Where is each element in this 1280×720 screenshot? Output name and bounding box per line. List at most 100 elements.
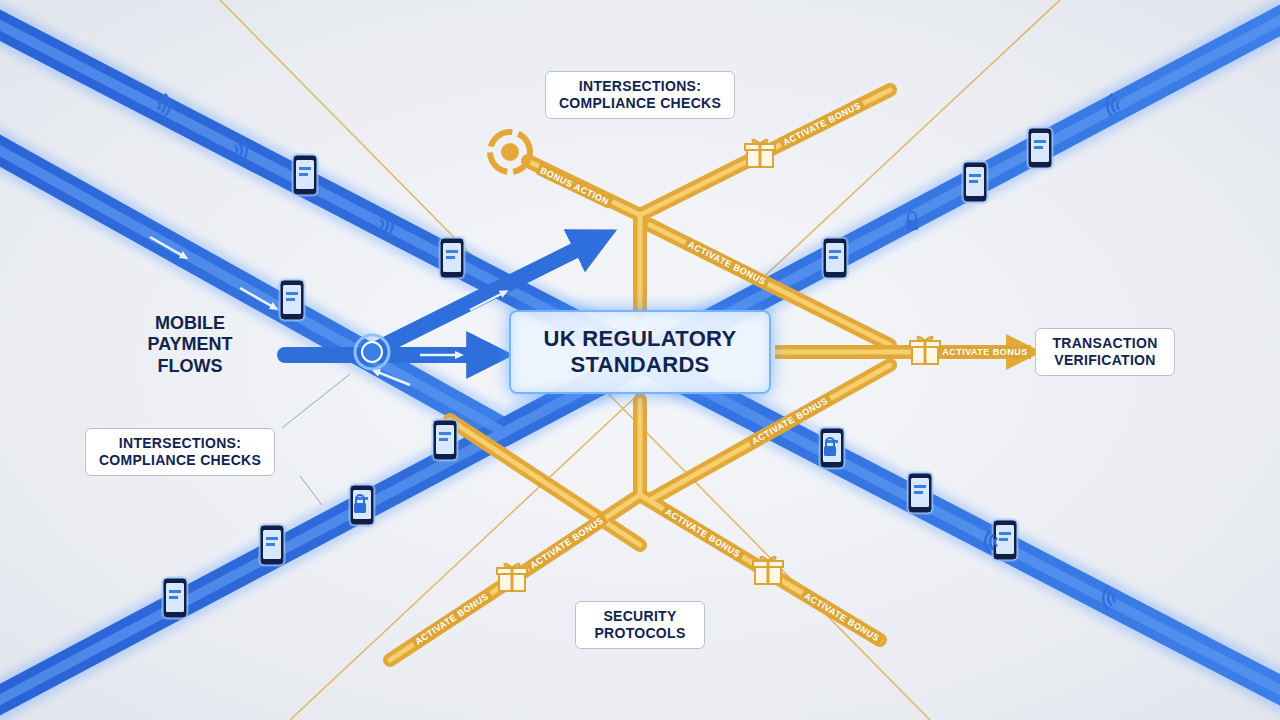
callout-box: SECURITY PROTOCOLS (575, 601, 705, 649)
phone-icon (999, 538, 1008, 541)
band-label: ACTIVATE BONUS (525, 513, 608, 573)
lock-icon (826, 438, 834, 446)
gold-ring (490, 132, 530, 172)
box-label: UK REGULATORY STANDARDS (523, 326, 757, 379)
section-label: MOBILE PAYMENT FLOWS (115, 313, 265, 378)
flow-chevron (375, 371, 410, 385)
phone-icon (818, 426, 846, 470)
phone-icon (440, 238, 464, 278)
gift-icon (753, 557, 783, 584)
band-label: ACTIVATE BONUS (939, 346, 1031, 358)
phone-icon (433, 420, 457, 460)
contactless-icon (382, 221, 383, 228)
gift-icon (910, 337, 940, 364)
contactless-icon (389, 214, 393, 235)
blue-band-highlight (0, 15, 1280, 705)
blue-band (0, 15, 1280, 705)
phone-icon (966, 167, 984, 196)
phone-icon (823, 238, 847, 278)
band-label: ACTIVATE BONUS (661, 504, 746, 562)
band-label: ACTIVATE BONUS (410, 589, 493, 649)
gold-band (450, 420, 640, 545)
phone-icon (911, 478, 929, 507)
phone-icon (1034, 146, 1043, 149)
phone-icon (439, 438, 448, 441)
phone-icon (446, 250, 458, 253)
phone-icon (821, 236, 849, 280)
contactless-icon (995, 539, 996, 546)
phone-icon (356, 497, 368, 500)
flow-chevron (240, 288, 275, 308)
blue-band (0, 15, 1280, 705)
phone-icon (166, 583, 184, 612)
phone-icon (278, 278, 306, 322)
phone-icon (961, 160, 989, 204)
phone-icon (999, 532, 1011, 535)
gift-icon (760, 557, 775, 561)
contactless-icon (1103, 588, 1107, 609)
phone-icon (280, 280, 304, 320)
gift-icon (759, 144, 762, 167)
thin-gold-line (220, 0, 1060, 720)
phone-icon (438, 236, 466, 280)
gold-band-highlight (640, 90, 890, 312)
phone-icon (829, 256, 838, 259)
contactless-icon (1112, 98, 1115, 112)
leader-line (300, 476, 322, 505)
phone-icon (1031, 133, 1049, 162)
gold-ring (504, 146, 516, 158)
gold-band (390, 90, 890, 660)
phone-icon (821, 236, 849, 280)
contactless-icon (985, 532, 989, 553)
gold-flow-arrow (775, 345, 1031, 359)
phone-icon (263, 530, 281, 559)
phone-icon (823, 433, 841, 462)
contactless-icon (239, 143, 242, 157)
phone-icon (996, 525, 1014, 554)
phone-icon (266, 537, 278, 540)
phone-icon (908, 473, 932, 513)
callout-box: INTERSECTIONS: COMPLIANCE CHECKS (85, 428, 275, 476)
phone-icon (826, 243, 844, 272)
contactless-icon (990, 535, 993, 549)
leader-line (282, 374, 350, 505)
phone-icon (431, 418, 459, 462)
phone-icon (258, 523, 286, 567)
gold-ring (490, 132, 530, 172)
phone-icon (991, 518, 1019, 562)
flow-chevron (150, 237, 185, 257)
leader-line (282, 374, 350, 428)
contactless-icon (1107, 95, 1111, 116)
phone-icon (348, 483, 376, 527)
phone-icon (914, 491, 923, 494)
phone-icon (293, 155, 317, 195)
phone-icon (969, 174, 981, 177)
contactless-icon (985, 532, 996, 553)
phone-icon (991, 518, 1019, 562)
gold-band (528, 161, 640, 215)
phone-icon (431, 418, 459, 462)
phone-icon (969, 180, 978, 183)
callout-box: INTERSECTIONS: COMPLIANCE CHECKS (545, 71, 735, 119)
phone-icon (283, 285, 301, 314)
box-label: TRANSACTION VERIFICATION (1046, 335, 1164, 369)
phone-icon (169, 596, 178, 599)
phone-icon (348, 483, 376, 527)
gift-icon (497, 140, 940, 591)
contactless-icon (1107, 95, 1118, 116)
blue-band-glow (0, 15, 1280, 705)
phone-icon (260, 525, 284, 565)
contactless-icon (1117, 102, 1118, 109)
phone-icon (161, 576, 189, 620)
contactless-icon (236, 147, 237, 154)
phone-icon (961, 160, 989, 204)
band-label: BONUS ACTION (536, 163, 614, 209)
flow-chevron (470, 292, 505, 310)
phone-icon (914, 485, 926, 488)
phone-icon (963, 162, 987, 202)
phone-icon (291, 153, 319, 197)
box-label: INTERSECTIONS: COMPLIANCE CHECKS (556, 78, 724, 112)
blue-band-highlight (0, 15, 1280, 705)
band-label: ACTIVATE BONUS (778, 98, 865, 150)
